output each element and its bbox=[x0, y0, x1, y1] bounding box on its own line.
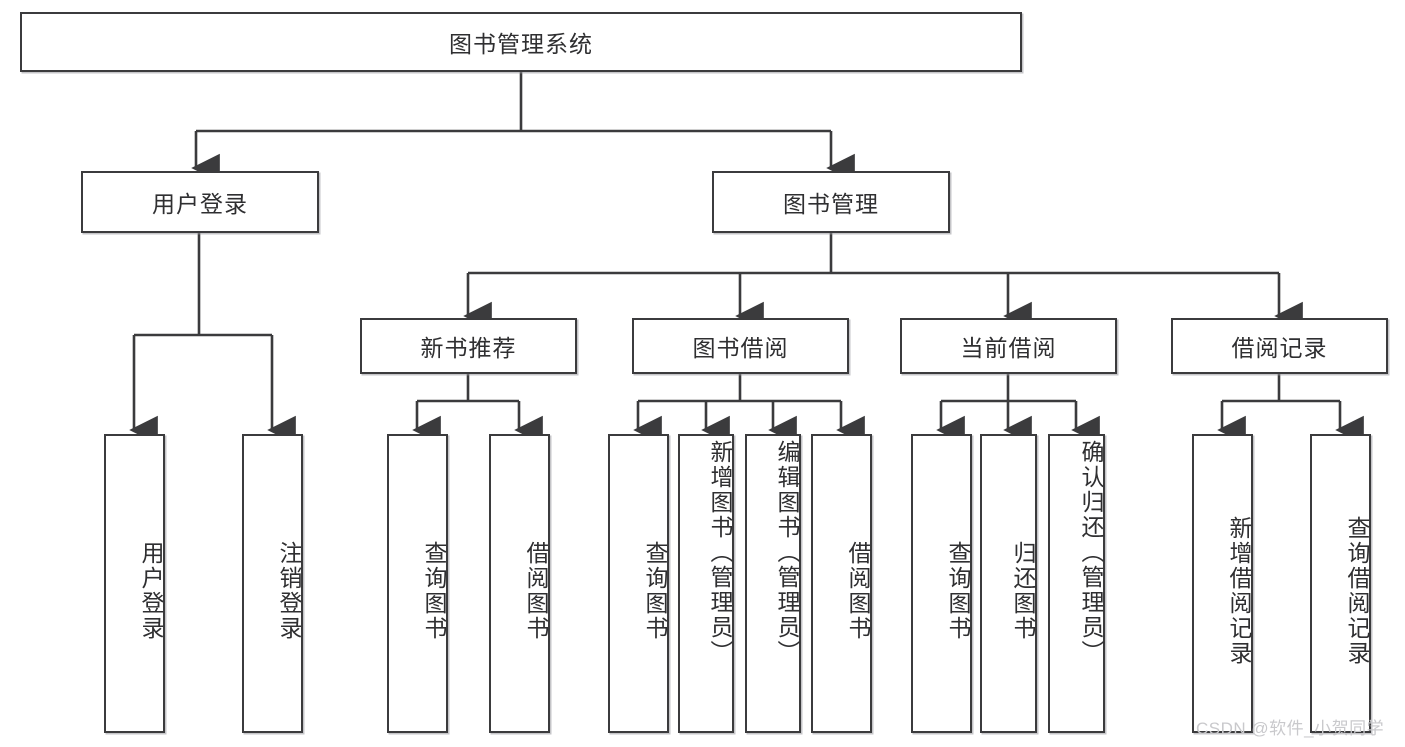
node-leaf-query-book-3[interactable]: 查询图书 bbox=[911, 434, 972, 733]
node-user-login[interactable]: 用户登录 bbox=[81, 171, 319, 233]
node-book-manage-label: 图书管理 bbox=[783, 191, 879, 217]
node-book-borrow-label: 图书借阅 bbox=[692, 335, 789, 361]
node-current-borrow[interactable]: 当前借阅 bbox=[900, 318, 1117, 374]
node-new-book-rec[interactable]: 新书推荐 bbox=[360, 318, 577, 374]
node-borrow-record-label: 借阅记录 bbox=[1231, 335, 1328, 361]
csdn-watermark: CSDN @软件_小贺同学 bbox=[1196, 719, 1385, 738]
node-leaf-borrow-book-1[interactable]: 借阅图书 bbox=[489, 434, 550, 733]
node-leaf-query-book-1[interactable]: 查询图书 bbox=[387, 434, 448, 733]
node-leaf-query-record-label: 查询借阅记录 bbox=[1344, 515, 1370, 666]
node-leaf-add-record-label: 新增借阅记录 bbox=[1226, 515, 1252, 666]
node-current-borrow-label: 当前借阅 bbox=[960, 335, 1057, 361]
node-leaf-return-book-label: 归还图书 bbox=[1010, 540, 1036, 641]
node-book-borrow[interactable]: 图书借阅 bbox=[632, 318, 849, 374]
node-leaf-query-book-1-label: 查询图书 bbox=[421, 540, 447, 641]
node-leaf-confirm-return-label: 确认归还（管理员） bbox=[1078, 440, 1104, 665]
node-leaf-logout-login-label: 注销登录 bbox=[276, 540, 302, 641]
node-leaf-logout-login[interactable]: 注销登录 bbox=[242, 434, 303, 733]
node-leaf-borrow-book-1-label: 借阅图书 bbox=[523, 540, 549, 641]
node-borrow-record[interactable]: 借阅记录 bbox=[1171, 318, 1388, 374]
node-leaf-edit-book[interactable]: 编辑图书（管理员） bbox=[745, 434, 801, 733]
node-leaf-query-book-3-label: 查询图书 bbox=[945, 540, 971, 641]
node-leaf-query-record[interactable]: 查询借阅记录 bbox=[1310, 434, 1371, 733]
node-leaf-add-record[interactable]: 新增借阅记录 bbox=[1192, 434, 1253, 733]
node-book-manage[interactable]: 图书管理 bbox=[712, 171, 950, 233]
node-leaf-borrow-book-2-label: 借阅图书 bbox=[845, 540, 871, 641]
node-root-label: 图书管理系统 bbox=[449, 31, 593, 57]
node-leaf-query-book-2[interactable]: 查询图书 bbox=[608, 434, 669, 733]
node-leaf-return-book[interactable]: 归还图书 bbox=[980, 434, 1037, 733]
node-root[interactable]: 图书管理系统 bbox=[20, 12, 1022, 72]
node-leaf-add-book[interactable]: 新增图书（管理员） bbox=[678, 434, 734, 733]
node-new-book-rec-label: 新书推荐 bbox=[420, 335, 517, 361]
node-leaf-user-login-label: 用户登录 bbox=[138, 540, 164, 641]
node-leaf-user-login[interactable]: 用户登录 bbox=[104, 434, 165, 733]
node-leaf-query-book-2-label: 查询图书 bbox=[642, 540, 668, 641]
node-leaf-add-book-label: 新增图书（管理员） bbox=[707, 440, 733, 665]
node-leaf-borrow-book-2[interactable]: 借阅图书 bbox=[811, 434, 872, 733]
node-user-login-label: 用户登录 bbox=[152, 191, 248, 217]
node-leaf-confirm-return[interactable]: 确认归还（管理员） bbox=[1048, 434, 1105, 733]
node-leaf-edit-book-label: 编辑图书（管理员） bbox=[774, 440, 800, 665]
